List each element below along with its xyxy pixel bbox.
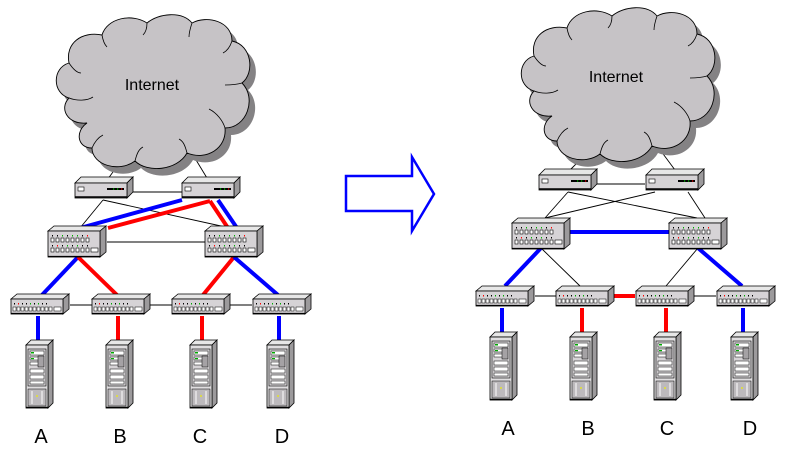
diagram-before: Internet A B C D [10, 14, 312, 448]
host-label-b: B [113, 426, 126, 448]
link-router2-core1 [544, 191, 656, 219]
link-core1-accessA-blue [503, 246, 543, 288]
host-label-a: A [34, 426, 48, 448]
host-label-a: A [501, 418, 515, 440]
host-label-c: C [660, 418, 674, 440]
link-core2-accessD-blue [232, 255, 280, 297]
active-paths [500, 230, 745, 332]
server-c-icon [653, 331, 682, 401]
server-c-icon [189, 339, 218, 409]
link-router1-core1 [79, 199, 104, 229]
link-core2-accessD-blue [696, 246, 744, 288]
link-router1-core1 [544, 191, 569, 219]
cloud-label: Internet [589, 69, 644, 86]
core-switch-2-icon [668, 217, 728, 250]
link-router2-core2-blue [216, 198, 239, 230]
access-switch-a-icon [475, 285, 535, 307]
access-switch-d-icon [716, 285, 776, 307]
server-b-icon [569, 331, 598, 401]
link-core2-accessC-red [201, 255, 236, 297]
server-a-icon [489, 331, 518, 401]
host-label-d: D [275, 426, 289, 448]
access-switch-c-icon [635, 285, 695, 307]
link-core1-accessB-red [76, 255, 119, 297]
active-paths [36, 198, 281, 340]
router-2-icon [181, 176, 241, 199]
link-core2-accessC [665, 247, 699, 287]
access-switch-c-icon [171, 293, 231, 315]
link-router2-core2 [687, 191, 706, 219]
host-label-b: B [581, 418, 594, 440]
server-d-icon [730, 331, 759, 401]
router-1-icon [74, 176, 134, 199]
access-switch-b-icon [91, 293, 151, 315]
host-label-c: C [193, 426, 207, 448]
access-switch-a-icon [10, 293, 70, 315]
server-d-icon [266, 339, 295, 409]
core-switch-1-icon [511, 217, 571, 250]
host-label-d: D [743, 418, 757, 440]
link-router2-core1-red [107, 199, 211, 230]
diagram-after: Internet A B C D [475, 7, 776, 440]
internet-cloud: Internet [520, 7, 722, 170]
core-switch-2-icon [204, 225, 264, 258]
cloud-label: Internet [125, 77, 180, 94]
right-arrow-icon [344, 152, 436, 236]
core-switch-1-icon [47, 225, 107, 258]
server-a-icon [25, 339, 54, 409]
link-router2-core2-red [208, 199, 230, 230]
router-2-icon [645, 168, 705, 191]
access-switch-d-icon [252, 293, 312, 315]
server-b-icon [105, 339, 134, 409]
link-router2-core1-blue [79, 198, 183, 230]
router-1-icon [538, 168, 598, 191]
link-core1-accessA-blue [40, 255, 80, 297]
link-core1-accessB [540, 247, 581, 287]
internet-cloud: Internet [55, 14, 257, 177]
access-switch-b-icon [555, 285, 615, 307]
link-router1-core2 [567, 191, 698, 219]
